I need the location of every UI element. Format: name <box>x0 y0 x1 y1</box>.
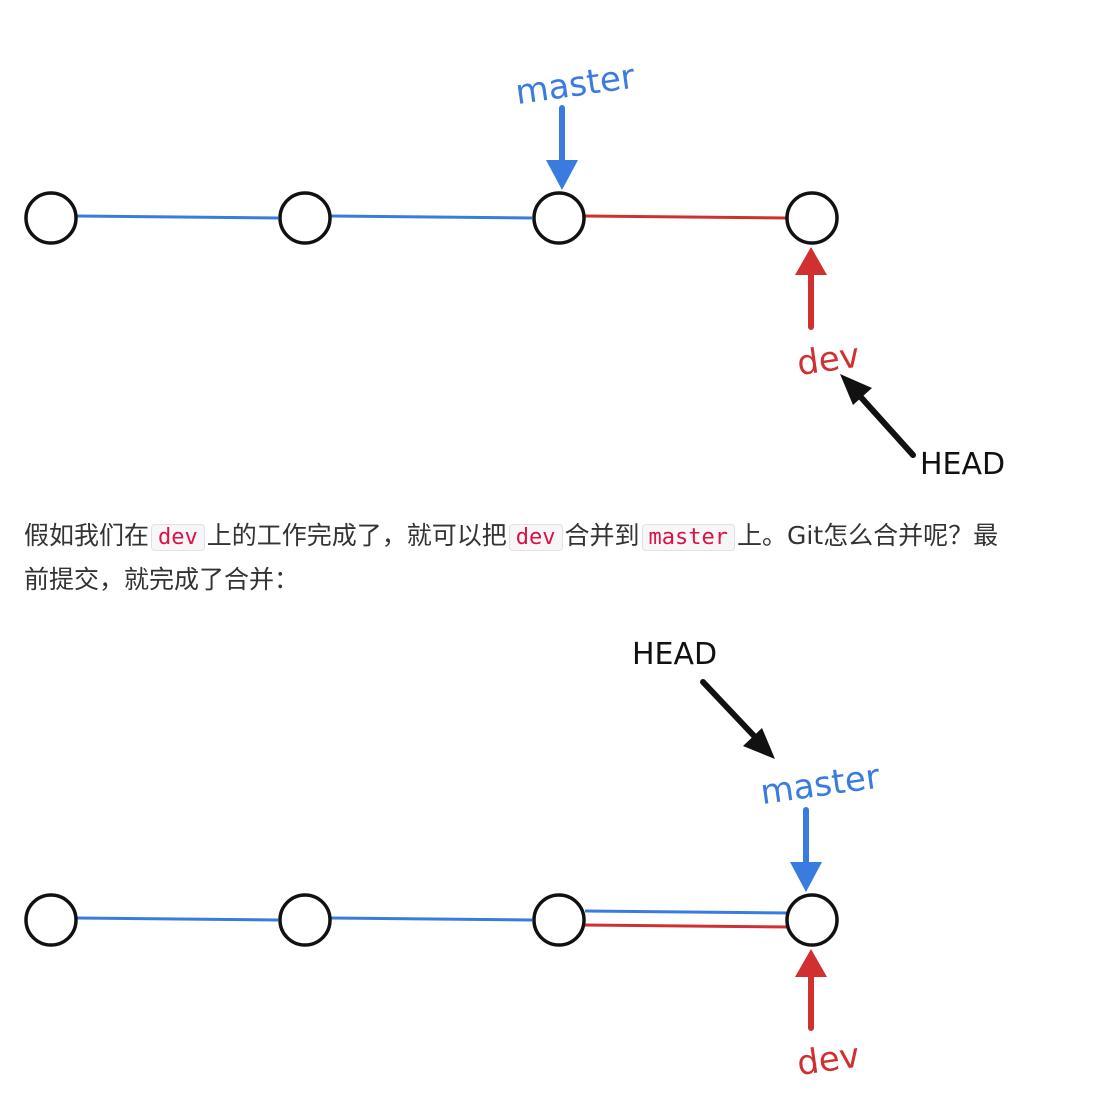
inline-code-master: master <box>641 524 736 551</box>
paragraph-text-segment: 假如我们在 <box>24 521 150 550</box>
master-arrow <box>546 105 578 190</box>
commit-node-1 <box>24 191 78 245</box>
dev-branch-label: dev <box>795 336 863 384</box>
master-arrow <box>790 807 822 892</box>
head-arrow <box>840 374 916 458</box>
commit-node-3 <box>532 191 586 245</box>
commit-node-2 <box>278 191 332 245</box>
dev-arrow <box>795 247 827 330</box>
inline-code-dev: dev <box>508 524 563 551</box>
master-branch-label: master <box>513 57 637 113</box>
edge-1-2 <box>75 214 279 220</box>
dev-arrow <box>795 949 827 1031</box>
commit-node-2 <box>278 893 332 947</box>
inline-code-dev: dev <box>151 524 205 551</box>
commit-node-4 <box>785 191 839 245</box>
paragraph-text-segment: 上。Git怎么合并呢？最 <box>737 521 999 550</box>
commit-node-3 <box>532 893 586 947</box>
diagram-after-merge: HEAD master dev <box>24 637 882 1084</box>
edge-2-3 <box>330 214 533 220</box>
paragraph-text-segment: 上的工作完成了，就可以把 <box>206 521 507 550</box>
paragraph-line-2: 前提交，就完成了合并： <box>24 565 300 594</box>
commit-node-4 <box>785 893 839 947</box>
edge-3-4 <box>584 214 787 220</box>
edge-2-3 <box>330 916 533 922</box>
head-pointer-label: HEAD <box>920 447 1005 482</box>
edge-1-2 <box>75 916 279 922</box>
edge-3-4-dev <box>584 923 791 929</box>
paragraph-text-segment: 合并到 <box>564 521 640 550</box>
commit-node-1 <box>24 893 78 947</box>
edge-3-4-master <box>584 909 791 915</box>
master-branch-label: master <box>758 757 882 813</box>
head-pointer-label: HEAD <box>632 637 717 672</box>
diagram-before-merge: master dev HEAD <box>24 57 1005 482</box>
head-arrow <box>700 679 775 759</box>
dev-branch-label: dev <box>795 1036 863 1084</box>
